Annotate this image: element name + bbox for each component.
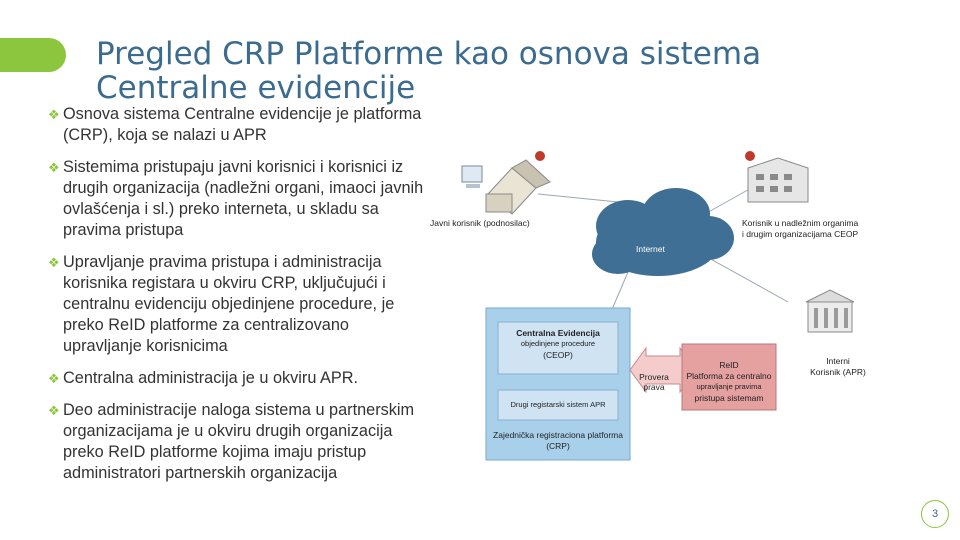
- person-icon: [535, 151, 545, 161]
- internal-user-label-1: Interni: [826, 356, 850, 366]
- ceop-label-3: (CEOP): [543, 350, 573, 360]
- authority-user-label-1: Korisnik u nadležnim organima: [742, 218, 859, 228]
- internet-label: Internet: [636, 244, 665, 254]
- bullet-item: ❖Centralna administracija je u okviru AP…: [48, 368, 430, 389]
- ceop-label-2: objedinjene procedure: [520, 339, 596, 348]
- diamond-bullet-icon: ❖: [48, 403, 60, 418]
- bullet-text: Upravljanje pravima pristupa i administr…: [63, 253, 395, 355]
- reid-label-4: pristupa sistemam: [694, 393, 764, 403]
- diamond-bullet-icon: ❖: [48, 107, 60, 122]
- public-user-label: Javni korisnik (podnosilac): [430, 218, 530, 228]
- bullet-text: Sistemima pristupaju javni korisnici i k…: [63, 158, 424, 239]
- ceop-label-1: Centralna Evidencija: [516, 328, 600, 338]
- ceop-box: [497, 321, 619, 375]
- internal-user-label-2: Korisnik (APR): [810, 367, 866, 377]
- diamond-bullet-icon: ❖: [48, 255, 60, 270]
- title-accent-bar: [0, 38, 66, 72]
- reid-label-1: ReID: [719, 360, 739, 370]
- internet-cloud-icon: [592, 188, 734, 276]
- bullet-list: ❖Osnova sistema Centralne evidencije je …: [48, 104, 430, 495]
- platform-label-1: Zajednička registraciona platforma: [493, 430, 623, 440]
- slide-title: Pregled CRP Platforme kao osnova sistema…: [96, 35, 762, 106]
- authority-user-label-2: i drugim organizacijama CEOP: [742, 229, 859, 239]
- office-building-icon: [747, 157, 809, 203]
- diamond-bullet-icon: ❖: [48, 160, 60, 175]
- page-number: 3: [921, 500, 949, 528]
- check-label-1: Provera: [639, 372, 669, 382]
- reid-label-3: upravljanje pravima: [696, 382, 762, 391]
- bullet-item: ❖Deo administracije naloga sistema u par…: [48, 400, 430, 484]
- reid-platform-box: [681, 343, 777, 411]
- bullet-item: ❖Osnova sistema Centralne evidencije je …: [48, 104, 430, 146]
- bullet-text: Deo administracije naloga sistema u part…: [63, 401, 415, 482]
- diamond-bullet-icon: ❖: [48, 371, 60, 386]
- bullet-text: Centralna administracija je u okviru APR…: [63, 369, 359, 387]
- diagram-graphics: [461, 151, 855, 461]
- crp-architecture-diagram: Javni korisnik (podnosilac) Korisnik u n…: [428, 142, 880, 470]
- bullet-item: ❖Sistemima pristupaju javni korisnici i …: [48, 157, 430, 241]
- reid-label-2: Platforma za centralno: [686, 371, 772, 381]
- person-icon: [745, 151, 755, 161]
- bullet-item: ❖Upravljanje pravima pristupa i administ…: [48, 252, 430, 357]
- apr-building-icon: [805, 289, 855, 333]
- computer-icon: [461, 165, 483, 188]
- platform-label-2: (CRP): [546, 441, 570, 451]
- check-label-2: prava: [643, 382, 665, 392]
- other-systems-box: [497, 389, 619, 421]
- house-icon: [485, 159, 551, 215]
- other-systems-label: Drugi registarski sistem APR: [510, 400, 606, 409]
- bullet-text: Osnova sistema Centralne evidencije je p…: [63, 105, 422, 144]
